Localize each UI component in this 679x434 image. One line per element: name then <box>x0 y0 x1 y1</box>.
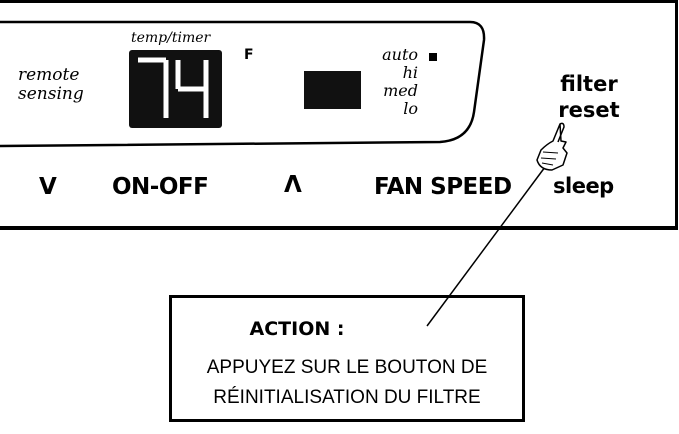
aux-display <box>304 71 361 109</box>
action-callout: ACTION : APPUYEZ SUR LE BOUTON DE RÉINIT… <box>169 295 525 422</box>
fan-mode-hi: hi <box>402 63 418 82</box>
fan-mode-lo: lo <box>403 99 418 118</box>
remote-sensing-line-1: remote <box>18 65 80 85</box>
fan-mode-list: auto hi med lo <box>352 46 418 118</box>
up-button[interactable]: Λ <box>284 172 302 198</box>
control-panel <box>0 0 678 230</box>
on-off-button[interactable]: ON-OFF <box>112 174 209 200</box>
temp-timer-label: temp/timer <box>131 30 211 46</box>
filter-reset-line-2: reset <box>558 98 620 122</box>
remote-sensing-line-2: sensing <box>18 84 84 104</box>
fan-mode-auto: auto <box>382 45 418 64</box>
pointing-hand-icon <box>536 122 568 171</box>
unit-label: F <box>244 47 254 63</box>
mode-indicator-icon <box>429 53 437 61</box>
seven-segment-digits <box>138 57 209 118</box>
action-instructions: APPUYEZ SUR LE BOUTON DE RÉINITIALISATIO… <box>172 353 522 413</box>
action-title: ACTION : <box>249 318 345 340</box>
sleep-button[interactable]: sleep <box>553 174 614 198</box>
filter-reset-button[interactable]: filter reset <box>554 71 624 123</box>
remote-sensing-label: remote sensing <box>18 66 84 104</box>
filter-reset-line-1: filter <box>560 72 618 96</box>
action-line-1: APPUYEZ SUR LE BOUTON DE <box>206 357 488 378</box>
callout-leader-line <box>426 162 549 327</box>
fan-speed-button[interactable]: FAN SPEED <box>374 174 512 200</box>
fan-mode-med: med <box>383 81 418 100</box>
display-area-outline <box>0 20 486 148</box>
down-button[interactable]: V <box>39 174 57 200</box>
action-line-2: RÉINITIALISATION DU FILTRE <box>213 387 481 408</box>
